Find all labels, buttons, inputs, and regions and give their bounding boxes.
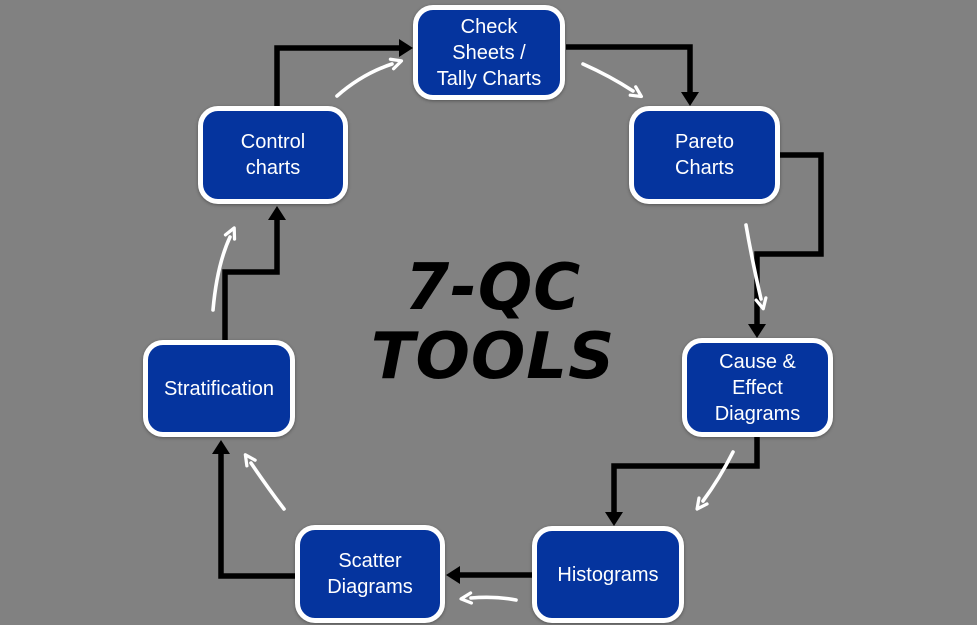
node-check-sheets-tally-charts: Check Sheets / Tally Charts bbox=[413, 5, 565, 100]
diagram-title-line-2: TOOLS bbox=[370, 320, 616, 394]
connector-stratification-to-control bbox=[222, 206, 286, 340]
flow-arrow-control-to-check-sheets bbox=[335, 57, 404, 98]
node-label-stratification: Stratification bbox=[163, 377, 275, 400]
node-histograms: Histograms bbox=[532, 526, 684, 623]
connector-cause-effect-to-histograms bbox=[605, 437, 760, 526]
flow-arrow-pareto-to-cause-effect bbox=[744, 223, 768, 311]
node-label-scatter-diagrams: Scatter Diagrams bbox=[327, 550, 413, 598]
node-control-charts: Control charts bbox=[198, 106, 348, 204]
node-cause-effect-diagrams: Cause & Effect Diagrams bbox=[682, 338, 833, 437]
node-label-cause-effect-diagrams: Cause & Effect Diagrams bbox=[714, 350, 801, 425]
node-label-pareto-charts: Pareto Charts bbox=[675, 131, 734, 179]
node-scatter-diagrams: Scatter Diagrams bbox=[295, 525, 445, 623]
diagram-title: 7-QC TOOLS bbox=[333, 254, 653, 392]
node-stratification: Stratification bbox=[143, 340, 295, 437]
connector-control-to-check-sheets bbox=[274, 39, 413, 106]
node-pareto-charts: Pareto Charts bbox=[629, 106, 780, 204]
connector-check-sheets-to-pareto bbox=[566, 44, 699, 106]
connector-scatter-to-stratification bbox=[212, 440, 295, 579]
flow-arrow-stratification-to-control bbox=[211, 226, 237, 312]
node-label-histograms: Histograms bbox=[557, 563, 659, 586]
flow-arrow-scatter-to-stratification bbox=[243, 453, 286, 511]
node-label-check-sheets-tally-charts: Check Sheets / Tally Charts bbox=[436, 15, 542, 90]
node-label-control-charts: Control charts bbox=[240, 131, 306, 179]
flow-arrow-cause-effect-to-histograms bbox=[695, 450, 735, 511]
flow-arrow-histograms-to-scatter bbox=[459, 591, 518, 605]
flow-arrow-check-sheets-to-pareto bbox=[581, 62, 644, 99]
diagram-title-line-1: 7-QC bbox=[404, 251, 582, 325]
